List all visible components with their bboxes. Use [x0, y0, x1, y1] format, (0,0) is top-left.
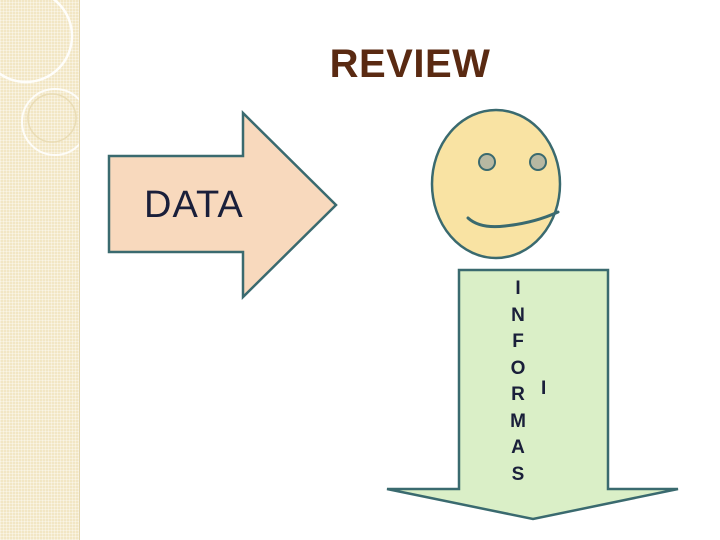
smiley-face-head — [430, 108, 562, 260]
information-letter: N — [511, 304, 525, 326]
information-extra-letter: I — [541, 378, 547, 399]
smile-mouth — [466, 210, 560, 229]
information-letter: M — [510, 410, 526, 432]
left-eye — [478, 153, 496, 171]
data-arrow — [107, 110, 338, 300]
information-arrow — [386, 268, 679, 521]
decorative-sidebar — [0, 0, 80, 540]
information-letter: S — [511, 463, 525, 485]
decorative-ring-large — [0, 0, 74, 84]
decorative-ring-small — [27, 93, 77, 143]
information-letter: F — [512, 331, 524, 352]
data-arrow-label: DATA — [144, 184, 244, 226]
information-letter: O — [510, 357, 526, 379]
information-letter: R — [511, 384, 525, 405]
slide-title: REVIEW — [329, 42, 491, 86]
information-letter: A — [511, 437, 525, 458]
information-letter: I — [515, 278, 521, 299]
decorative-ring-medium — [21, 88, 79, 156]
right-eye — [529, 153, 547, 171]
